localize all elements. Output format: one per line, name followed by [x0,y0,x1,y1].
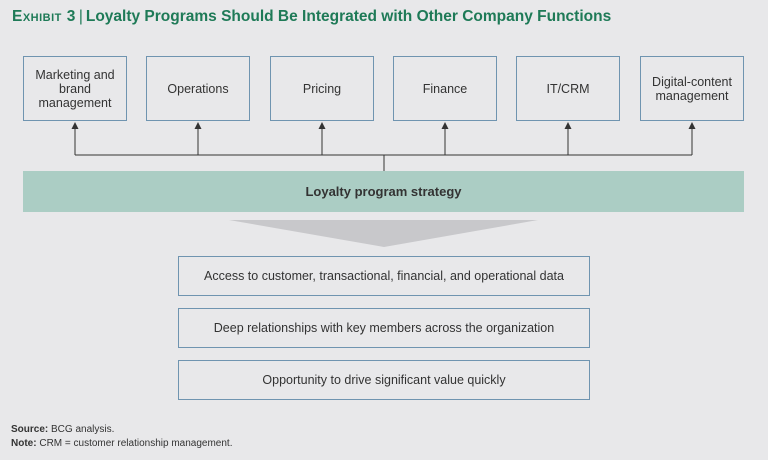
arrow-up-icon [564,122,572,129]
arrow-up-icon [71,122,79,129]
source-text: BCG analysis. [48,424,115,435]
title-separator: | [78,8,83,25]
outcome-box: Deep relationships with key members acro… [178,308,590,348]
function-label: Digital-content management [652,74,732,103]
outcome-box: Opportunity to drive significant value q… [178,360,590,400]
function-label: Operations [167,81,229,96]
strategy-band: Loyalty program strategy [23,171,744,212]
function-label: IT/CRM [546,81,590,96]
down-funnel-arrow-icon [229,220,538,247]
function-label: Pricing [302,81,342,96]
arrow-up-icon [318,122,326,129]
outcome-box: Access to customer, transactional, finan… [178,256,590,296]
exhibit-title: Exhibit 3|Loyalty Programs Should Be Int… [12,8,611,26]
source-note: Source: BCG analysis. [11,424,114,435]
arrow-up-icon [441,122,449,129]
function-box-pricing: Pricing [270,56,374,121]
arrow-up-icon [194,122,202,129]
function-box-digital-content: Digital-content management [640,56,744,121]
note-text: CRM = customer relationship management. [36,438,233,449]
outcome-label: Opportunity to drive significant value q… [262,373,506,387]
function-label: Finance [422,81,468,96]
note-label: Note: [11,438,37,449]
outcome-label: Deep relationships with key members acro… [213,321,555,335]
source-label: Source: [11,424,49,435]
function-box-operations: Operations [146,56,250,121]
outcome-label: Access to customer, transactional, finan… [204,269,564,283]
title-text: Loyalty Programs Should Be Integrated wi… [85,8,612,25]
footnote: Note: CRM = customer relationship manage… [11,438,232,449]
function-box-finance: Finance [393,56,497,121]
function-box-it-crm: IT/CRM [516,56,620,121]
strategy-label: Loyalty program strategy [305,184,462,199]
function-label: Marketing and brand management [35,67,115,110]
function-box-marketing: Marketing and brand management [23,56,127,121]
arrow-up-icon [688,122,696,129]
exhibit-number: Exhibit 3 [12,8,76,25]
